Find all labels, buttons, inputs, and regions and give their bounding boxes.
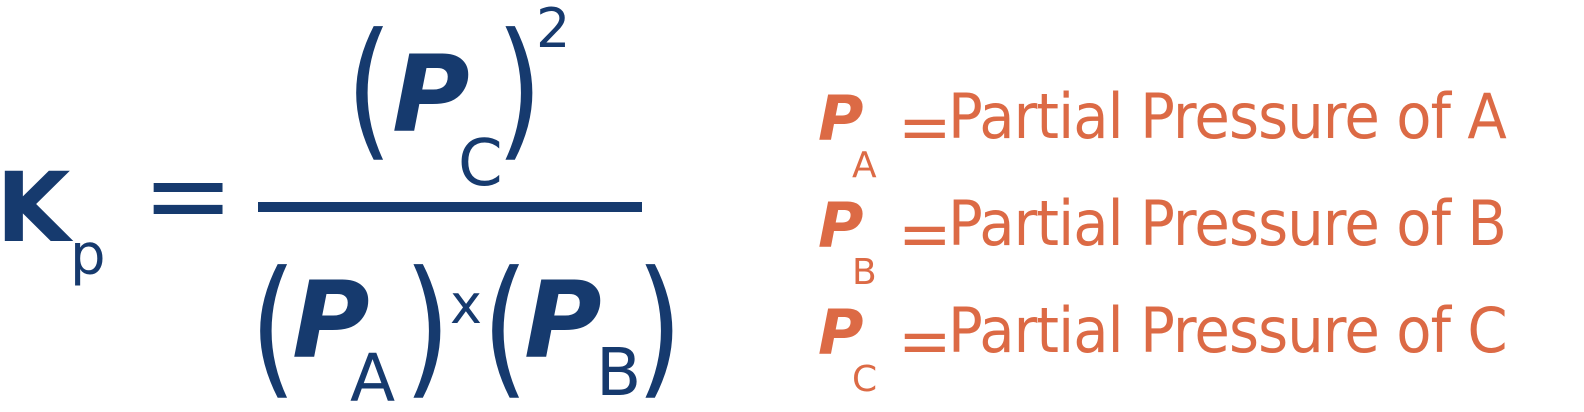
legend-subscript: B [852, 252, 877, 293]
legend-text: Partial Pressure of C [948, 294, 1508, 367]
denominator-p-b: P [524, 259, 602, 382]
legend-text: Partial Pressure of A [948, 80, 1507, 153]
legend-row-c: P C = Partial Pressure of C [810, 292, 1580, 402]
numerator-open-paren: ( [345, 2, 393, 176]
kp-symbol: K [0, 152, 71, 264]
legend-equals: = [898, 198, 952, 272]
denominator-subscript-b: B [596, 334, 642, 411]
legend-subscript: A [852, 145, 877, 186]
denominator-close-paren-2: ) [635, 240, 683, 412]
legend-equals: = [898, 91, 952, 165]
times-sign: x [450, 273, 482, 336]
fraction-bar [258, 202, 642, 212]
legend-symbol: P [818, 296, 864, 369]
numerator-p: P [392, 33, 470, 156]
numerator-close-paren: ) [495, 2, 543, 176]
legend-subscript: C [852, 359, 878, 400]
legend-row-a: P A = Partial Pressure of A [810, 78, 1580, 188]
equals-sign: = [142, 131, 235, 259]
numerator-subscript-c: C [458, 127, 503, 201]
legend-symbol: P [818, 82, 864, 155]
denominator-open-paren-1: ( [249, 240, 297, 412]
denominator-open-paren-2: ( [481, 240, 529, 412]
numerator-exponent: 2 [536, 0, 571, 60]
legend-row-b: P B = Partial Pressure of B [810, 185, 1580, 295]
legend-text: Partial Pressure of B [948, 187, 1507, 260]
legend-symbol: P [818, 189, 864, 262]
legend-equals: = [898, 305, 952, 379]
denominator-p-a: P [292, 259, 370, 382]
denominator-subscript-a: A [350, 340, 396, 412]
denominator-close-paren-1: ) [403, 240, 451, 412]
kp-subscript: p [70, 223, 106, 288]
